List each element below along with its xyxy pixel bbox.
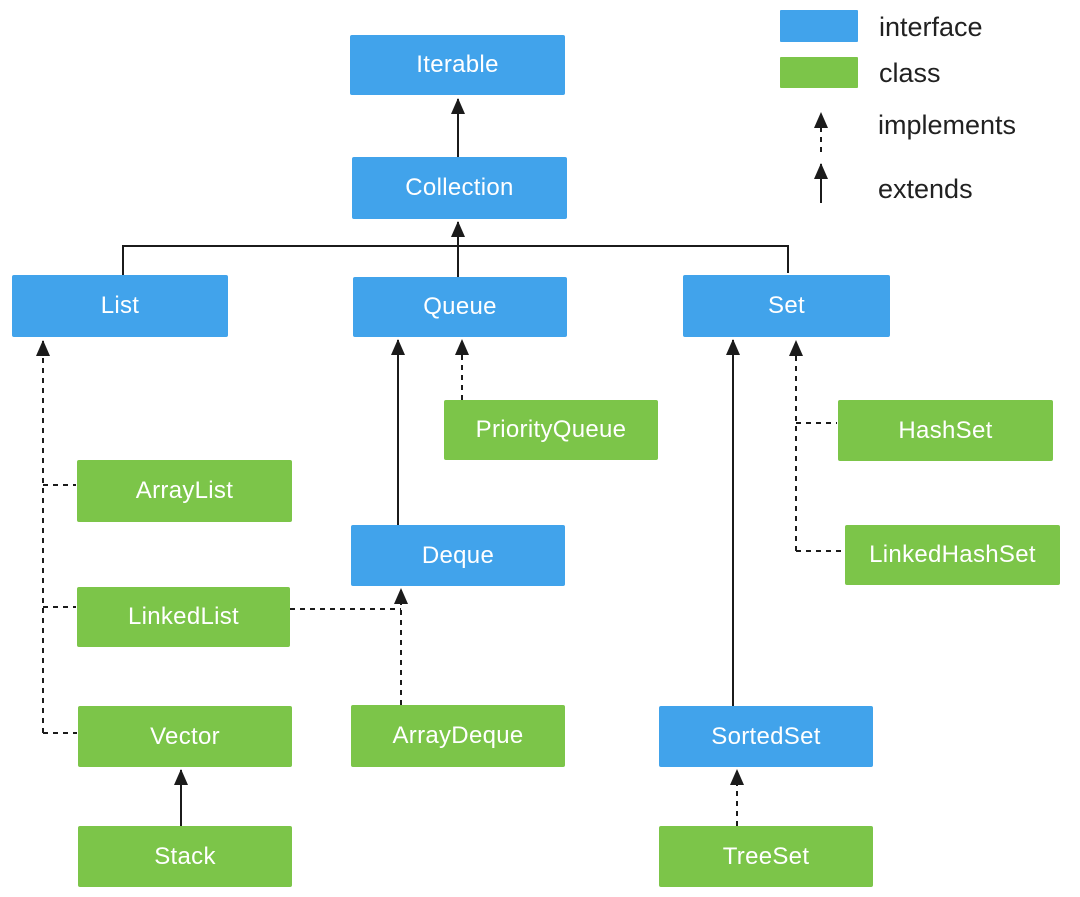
node-set: Set [683, 275, 890, 337]
legend-extends-label: extends [878, 174, 973, 204]
legend-interface-swatch [780, 10, 858, 42]
node-list: List [12, 275, 228, 337]
node-sortedset: SortedSet [659, 706, 873, 767]
node-linkedlist: LinkedList [77, 587, 290, 647]
node-priorityqueue: PriorityQueue [444, 400, 658, 460]
node-arraydeque: ArrayDeque [351, 705, 565, 767]
node-treeset: TreeSet [659, 826, 873, 887]
node-vector: Vector [78, 706, 292, 767]
node-linkedhashset: LinkedHashSet [845, 525, 1060, 585]
node-deque: Deque [351, 525, 565, 586]
node-hashset: HashSet [838, 400, 1053, 461]
node-arraylist: ArrayList [77, 460, 292, 522]
legend-interface-label: interface [879, 12, 983, 42]
node-stack: Stack [78, 826, 292, 887]
legend-class-label: class [879, 58, 941, 88]
legend-implements-label: implements [878, 110, 1017, 140]
node-collection: Collection [352, 157, 567, 219]
node-queue: Queue [353, 277, 567, 337]
node-iterable: Iterable [350, 35, 565, 95]
legend-class-swatch [780, 57, 858, 88]
edge-collection-children-bus [122, 245, 789, 275]
